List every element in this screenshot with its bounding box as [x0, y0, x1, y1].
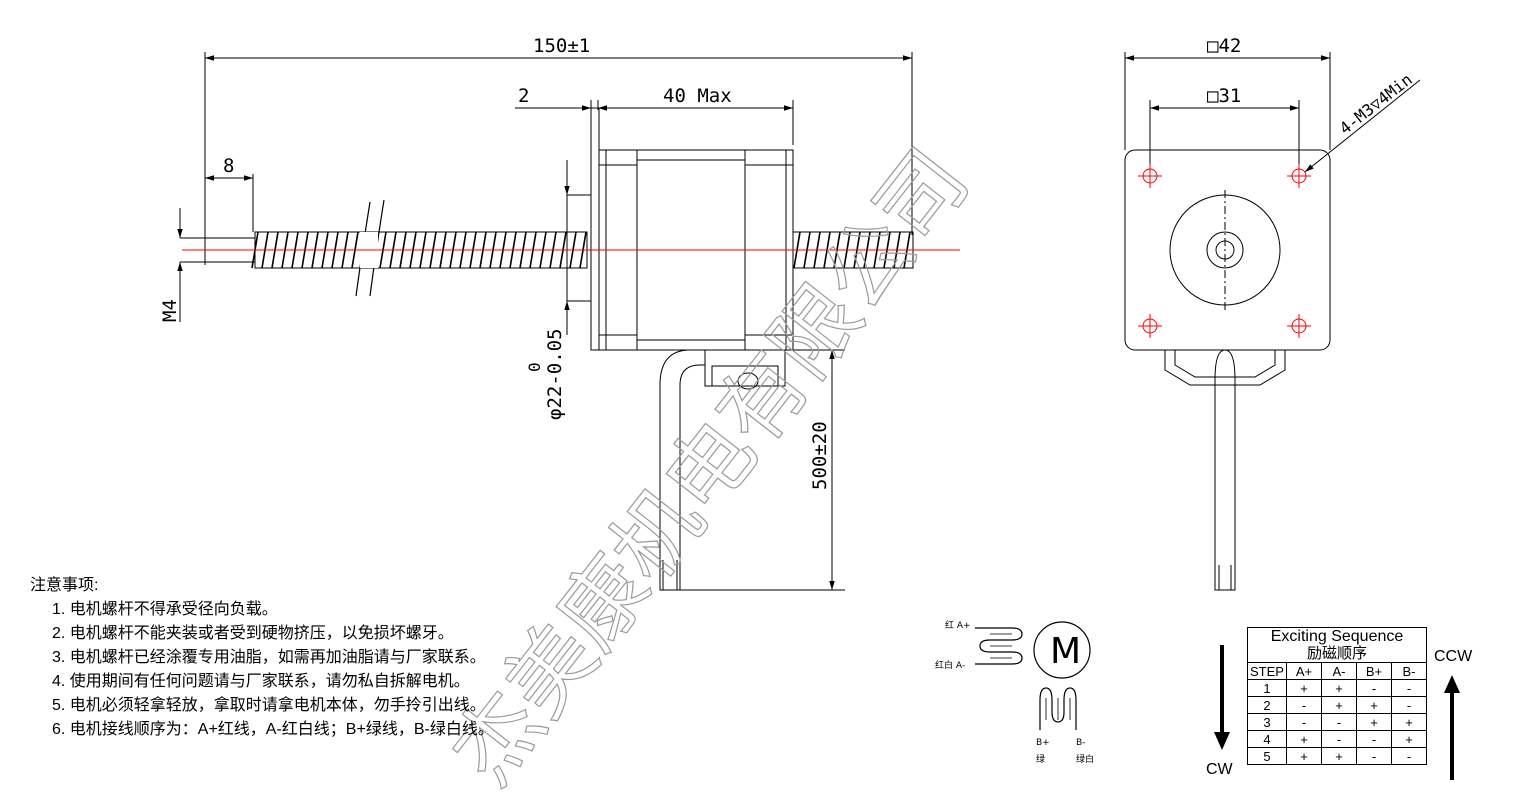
- table-row: 5 + + - -: [1247, 747, 1427, 765]
- note-item: 2. 电机螺杆不能夹装或者受到硬物挤压，以免损坏螺牙。: [52, 625, 454, 642]
- note-item: 3. 电机螺杆已经涂覆专用油脂，如需再加油脂请与厂家联系。: [52, 649, 486, 666]
- motor-symbol: M: [1050, 631, 1081, 672]
- table-cell: +: [1286, 747, 1322, 765]
- note-item: 6. 电机接线顺序为：A+红线，A-红白线；B+绿线，B-绿白线。: [52, 721, 494, 738]
- table-cell: -: [1286, 713, 1322, 731]
- note-item: 1. 电机螺杆不得承受径向负载。: [52, 601, 278, 618]
- table-cell: -: [1391, 747, 1427, 765]
- cw-label: CW: [1206, 761, 1233, 778]
- table-cell: -: [1321, 713, 1357, 731]
- notes-title: 注意事项:: [30, 577, 99, 594]
- table-cell: -: [1321, 730, 1357, 748]
- table-cell: -: [1356, 730, 1392, 748]
- dim-body-length: 40 Max: [663, 85, 732, 107]
- table-cell: 4: [1247, 730, 1287, 748]
- dim-boss-tolerance: 0: [525, 362, 544, 372]
- cw-arrow: [1214, 645, 1230, 750]
- dim-lead-length: 500±20: [809, 421, 831, 490]
- table-cell: +: [1391, 730, 1427, 748]
- label-b-minus-color: 绿白: [1076, 753, 1094, 765]
- dim-mount-holes: 4-M3▽4Min: [1336, 70, 1416, 138]
- label-a-minus: 红白 A-: [935, 659, 965, 671]
- table-cell: -: [1391, 679, 1427, 697]
- sequence-title: Exciting Sequence 励磁顺序: [1247, 627, 1427, 663]
- exciting-sequence-table: Exciting Sequence 励磁顺序 STEP A+ A- B+ B- …: [1247, 627, 1427, 765]
- dim-total-length: 150±1: [533, 35, 590, 57]
- note-item: 5. 电机必须轻拿轻放，拿取时请拿电机本体，勿手拎引出线。: [52, 697, 486, 714]
- sequence-title-cn: 励磁顺序: [1306, 645, 1367, 662]
- table-cell: +: [1391, 713, 1427, 731]
- front-view: [1124, 52, 1421, 591]
- dim-thread-size: M4: [159, 299, 181, 322]
- table-row: 4 + - - +: [1247, 730, 1427, 748]
- table-cell: +: [1356, 713, 1392, 731]
- col-header: A-: [1321, 662, 1357, 680]
- mount-holes: [1138, 164, 1311, 338]
- label-a-plus: 红 A+: [945, 619, 971, 631]
- ccw-arrow: [1444, 675, 1460, 780]
- label-b-plus: B+: [1036, 738, 1050, 748]
- table-cell: +: [1321, 696, 1357, 714]
- note-item: 4. 使用期间有任何问题请与厂家联系，请勿私自拆解电机。: [52, 673, 470, 690]
- table-row: 1 + + - -: [1247, 679, 1427, 697]
- col-header: B+: [1356, 662, 1392, 680]
- table-cell: +: [1286, 679, 1322, 697]
- table-cell: -: [1356, 679, 1392, 697]
- notes-block: 注意事项: 1. 电机螺杆不得承受径向负载。 2. 电机螺杆不能夹装或者受到硬物…: [30, 574, 494, 742]
- dim-flange-thickness: 2: [518, 85, 529, 107]
- wiring-schematic: [975, 621, 1091, 730]
- col-header: STEP: [1247, 662, 1287, 680]
- label-b-plus-color: 绿: [1036, 753, 1045, 765]
- table-cell: +: [1321, 679, 1357, 697]
- table-row: 3 - - + +: [1247, 713, 1427, 731]
- table-cell: +: [1356, 696, 1392, 714]
- dim-thread-end: 8: [223, 155, 234, 177]
- table-row: 2 - + + -: [1247, 696, 1427, 714]
- table-cell: -: [1286, 696, 1322, 714]
- table-cell: +: [1321, 747, 1357, 765]
- table-cell: +: [1286, 730, 1322, 748]
- table-header-row: STEP A+ A- B+ B-: [1247, 662, 1427, 680]
- table-cell: 5: [1247, 747, 1287, 765]
- dim-square-hole: □31: [1207, 85, 1241, 107]
- col-header: B-: [1391, 662, 1427, 680]
- ccw-label: CCW: [1434, 648, 1473, 665]
- table-cell: 3: [1247, 713, 1287, 731]
- table-cell: -: [1391, 696, 1427, 714]
- dim-square-outer: □42: [1207, 35, 1241, 57]
- label-b-minus: B-: [1076, 738, 1085, 748]
- col-header: A+: [1286, 662, 1322, 680]
- table-cell: 2: [1247, 696, 1287, 714]
- sequence-title-en: Exciting Sequence: [1270, 628, 1404, 645]
- table-cell: 1: [1247, 679, 1287, 697]
- dim-boss-diameter: φ22-0.05: [544, 328, 566, 420]
- table-cell: -: [1356, 747, 1392, 765]
